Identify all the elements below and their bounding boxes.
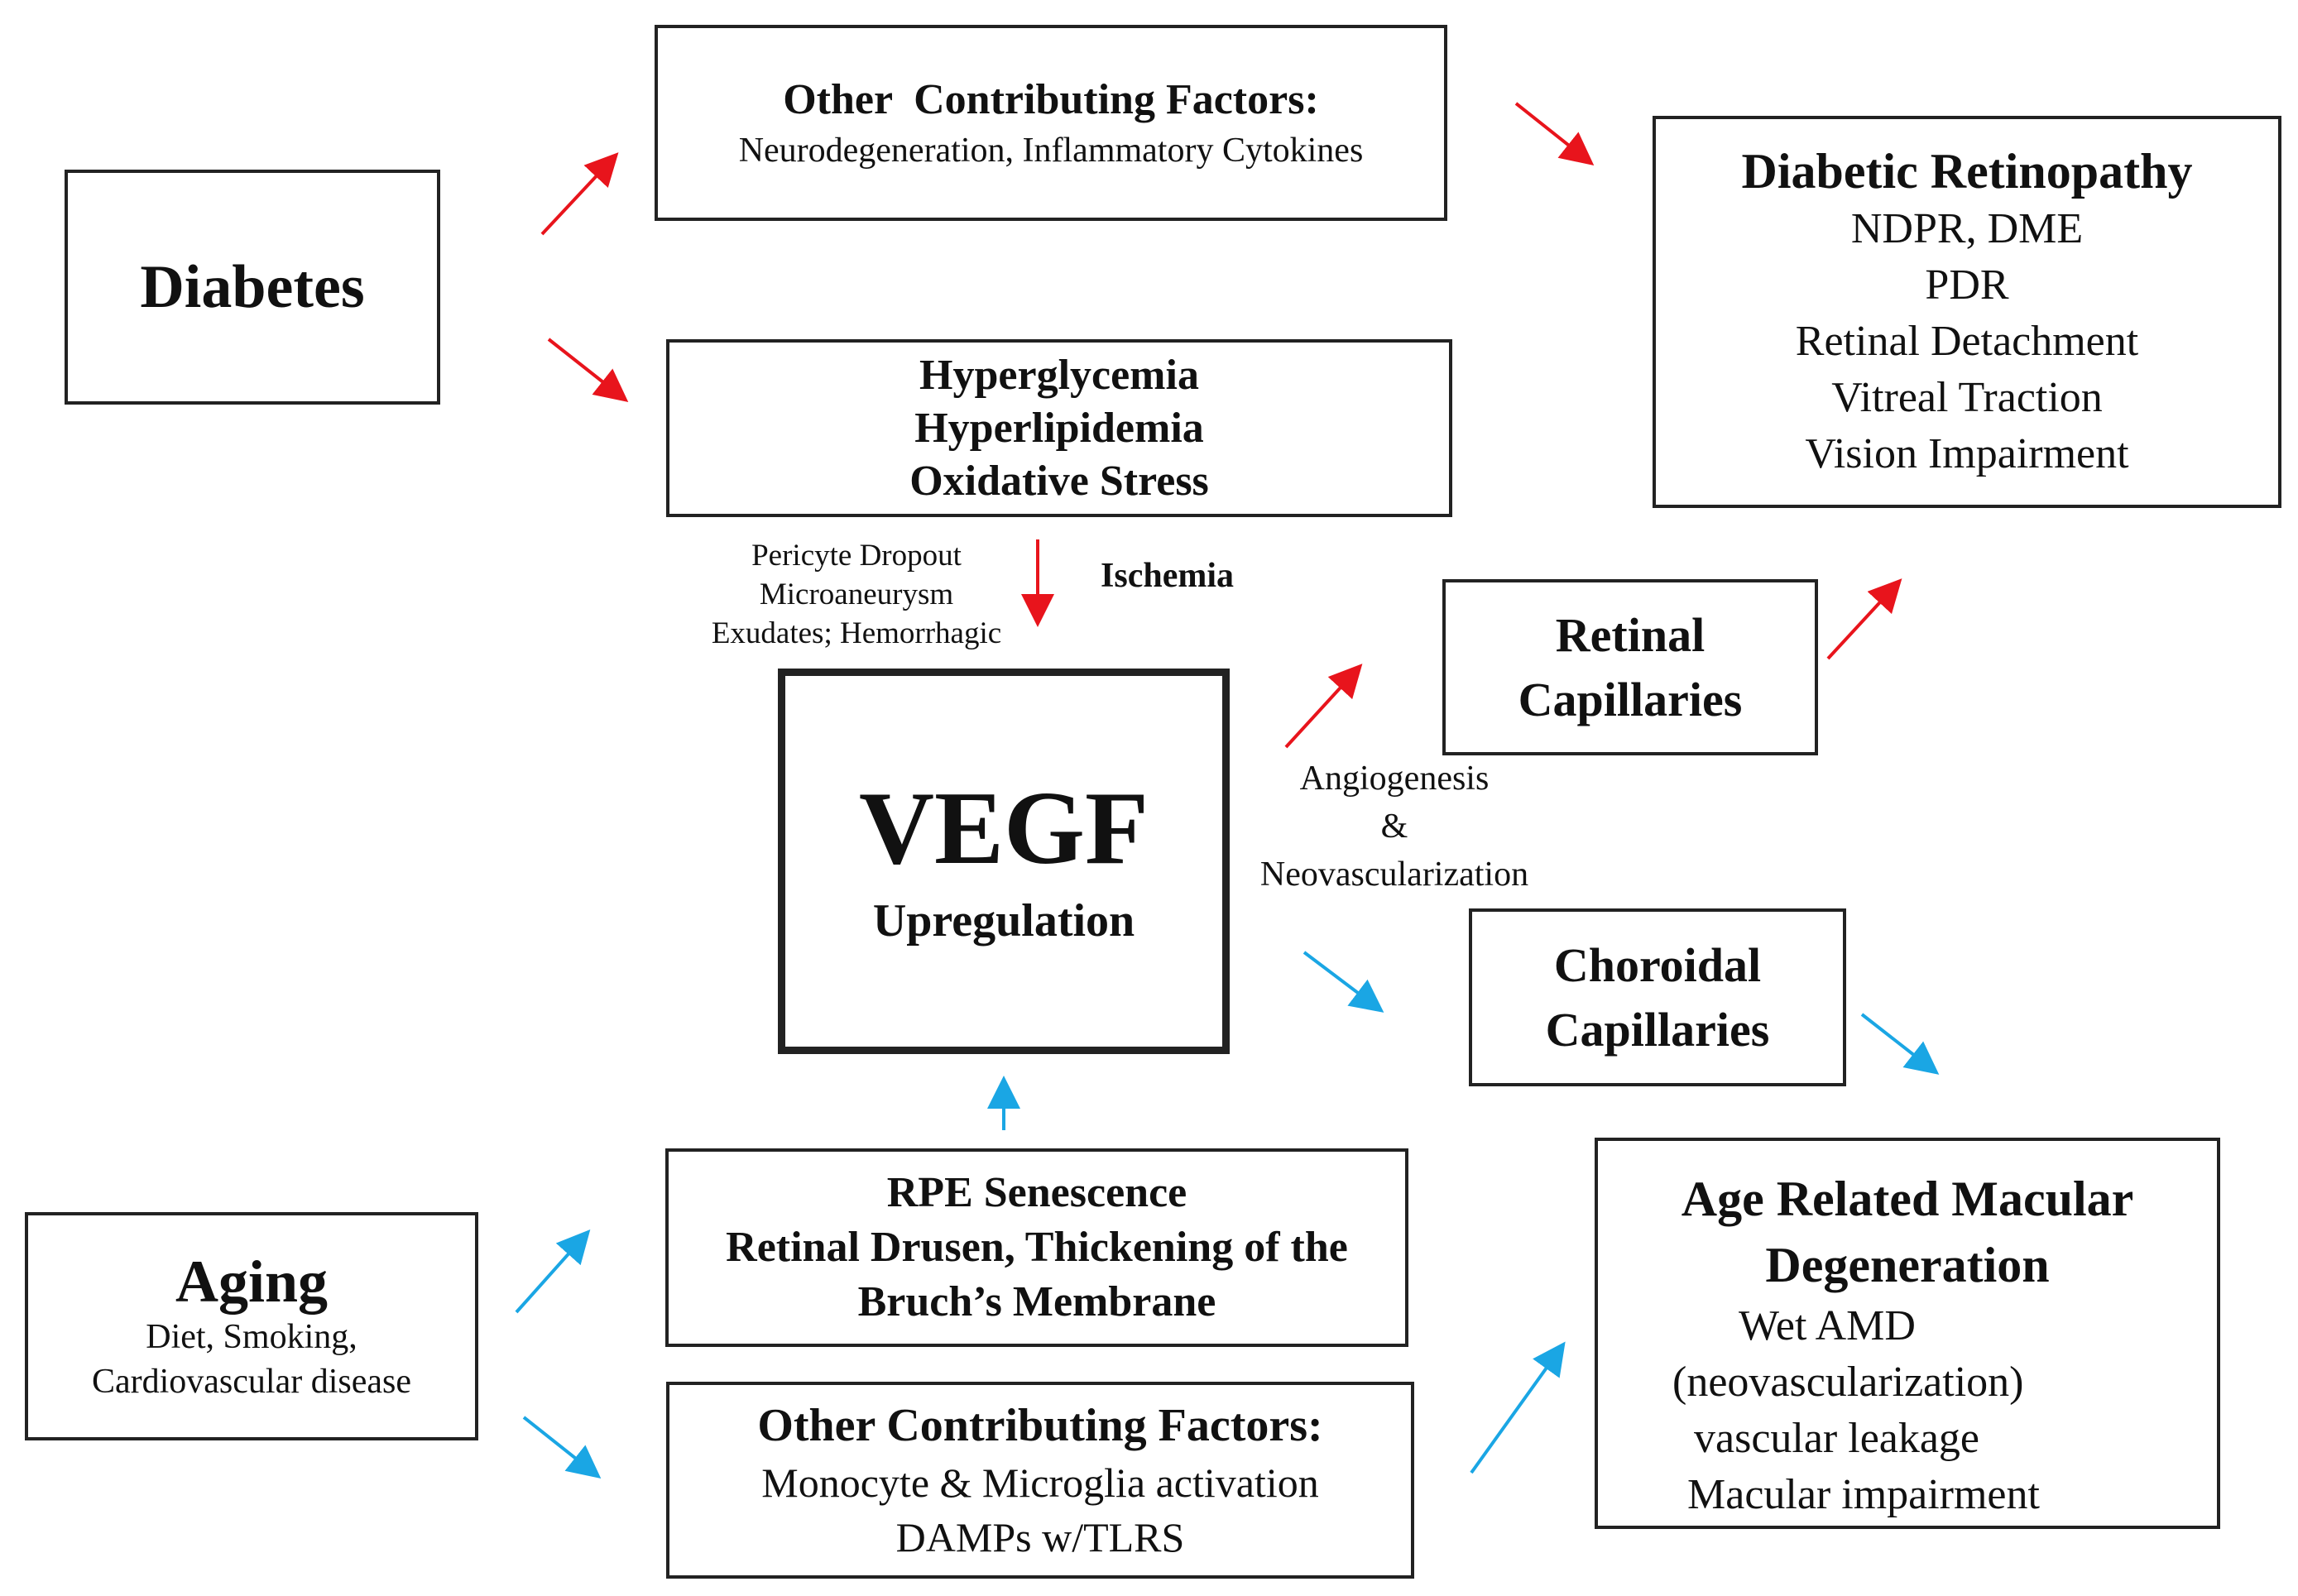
arrow-diabetes-to-other-factors: [540, 152, 619, 236]
metabolic-line-hyperglycemia: Hyperglycemia: [919, 351, 1199, 399]
vegf-title: VEGF: [858, 771, 1149, 886]
retinal-capillaries-box: Retinal Capillaries: [1442, 579, 1818, 755]
amd-item-macular: Macular impairment: [1687, 1471, 2040, 1518]
aging-box: Aging Diet, Smoking, Cardiovascular dise…: [25, 1212, 478, 1440]
arrow-vegf-to-choroidal-capillaries: [1303, 951, 1384, 1013]
amd-item-leakage: vascular leakage: [1694, 1415, 1980, 1462]
other-factors-bottom-detail2: DAMPs w/TLRS: [895, 1514, 1185, 1560]
metabolic-stress-box: Hyperglycemia Hyperlipidemia Oxidative S…: [666, 339, 1452, 517]
label-pericyte-dropout: Pericyte Dropout: [751, 539, 962, 573]
diabetes-box: Diabetes: [65, 170, 440, 405]
diabetic-retinopathy-title: Diabetic Retinopathy: [1741, 144, 2193, 199]
aging-detail-line2: Cardiovascular disease: [91, 1363, 412, 1401]
arrow-choroidal-capillaries-to-amd: [1860, 1013, 1940, 1075]
rpe-line3: Bruch’s Membrane: [857, 1278, 1216, 1325]
choroidal-capillaries-line2: Capillaries: [1545, 1002, 1770, 1057]
other-factors-bottom-detail1: Monocyte & Microglia activation: [761, 1459, 1319, 1506]
label-ampersand: &: [1380, 808, 1408, 846]
other-factors-top-detail: Neurodegeneration, Inflammatory Cytokine…: [738, 132, 1364, 170]
diabetes-title: Diabetes: [140, 252, 365, 321]
arrow-diabetes-to-metabolic: [547, 338, 629, 402]
retinopathy-item-detachment: Retinal Detachment: [1795, 318, 2139, 365]
other-factors-bottom-box: Other Contributing Factors: Monocyte & M…: [666, 1382, 1414, 1579]
arrow-aging-to-other-factors: [522, 1416, 602, 1479]
retinal-capillaries-line1: Retinal: [1555, 607, 1706, 662]
arrow-vegf-to-retinal-capillaries: [1284, 664, 1363, 749]
choroidal-capillaries-line1: Choroidal: [1553, 937, 1762, 992]
rpe-line2: Retinal Drusen, Thickening of the: [726, 1224, 1348, 1271]
angiogenesis-label: Angiogenesis & Neovascularization: [1233, 755, 1556, 899]
retinal-capillaries-line2: Capillaries: [1518, 672, 1743, 726]
arrow-other-factors-to-retinopathy: [1514, 102, 1595, 165]
amd-items: Wet AMD (neovascularization) vascular le…: [1672, 1298, 2040, 1523]
vascular-damage-label: Pericyte Dropout Microaneurysm Exudates;…: [687, 536, 1026, 653]
label-neovascularization: Neovascularization: [1259, 856, 1529, 894]
retinopathy-item-traction: Vitreal Traction: [1831, 374, 2103, 421]
amd-item-wet: Wet AMD: [1739, 1302, 1916, 1349]
rpe-senescence-box: RPE Senescence Retinal Drusen, Thickenin…: [665, 1148, 1408, 1347]
arrow-other-factors-to-amd: [1470, 1341, 1566, 1474]
metabolic-line-hyperlipidemia: Hyperlipidemia: [914, 404, 1204, 452]
vegf-box: VEGF Upregulation: [778, 669, 1230, 1054]
metabolic-line-oxidative-stress: Oxidative Stress: [909, 457, 1209, 505]
label-exudates: Exudates; Hemorrhagic: [711, 616, 1002, 650]
other-factors-top-box: Other Contributing Factors: Neurodegener…: [655, 25, 1447, 221]
amd-title-line2: Degeneration: [1765, 1238, 2050, 1292]
amd-box: Age Related Macular Degeneration Wet AMD…: [1595, 1138, 2220, 1529]
ischemia-label: Ischemia: [1101, 557, 1234, 595]
label-angiogenesis: Angiogenesis: [1299, 760, 1490, 798]
retinopathy-item-pdr: PDR: [1925, 261, 2009, 309]
amd-title-line1: Age Related Macular: [1681, 1172, 2134, 1226]
other-factors-top-title: Other Contributing Factors:: [783, 76, 1319, 123]
aging-title: Aging: [175, 1249, 329, 1315]
label-microaneurysm: Microaneurysm: [759, 578, 954, 611]
retinopathy-item-vision: Vision Impairment: [1805, 430, 2129, 477]
amd-item-neovascularization: (neovascularization): [1672, 1359, 2024, 1406]
aging-detail-line1: Diet, Smoking,: [146, 1318, 357, 1356]
other-factors-bottom-title: Other Contributing Factors:: [757, 1400, 1323, 1451]
arrow-aging-to-rpe: [515, 1229, 591, 1314]
diabetic-retinopathy-box: Diabetic Retinopathy NDPR, DME PDR Retin…: [1653, 116, 2281, 508]
retinopathy-item-ndpr: NDPR, DME: [1850, 205, 2084, 252]
vegf-subtitle: Upregulation: [872, 895, 1135, 947]
arrow-retinal-capillaries-to-retinopathy: [1826, 578, 1902, 660]
rpe-line1: RPE Senescence: [886, 1169, 1187, 1216]
choroidal-capillaries-box: Choroidal Capillaries: [1469, 908, 1846, 1086]
